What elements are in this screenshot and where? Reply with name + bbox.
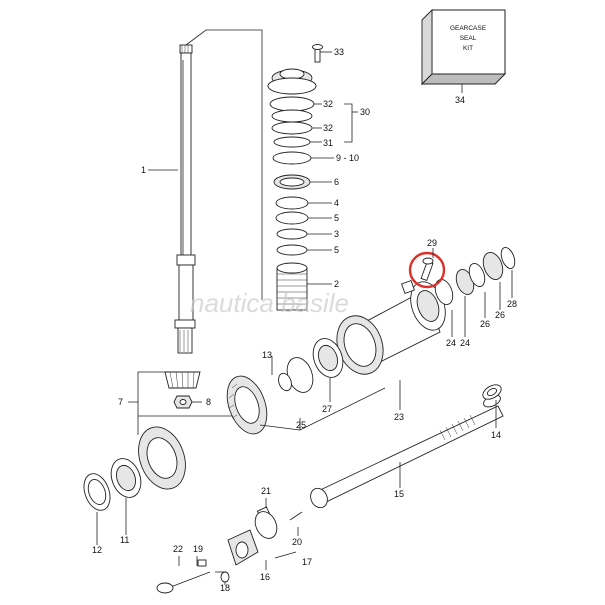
callout-7: 7 <box>118 397 123 407</box>
callout-24b: 24 <box>460 338 470 348</box>
callout-19: 19 <box>193 544 203 554</box>
washer-14 <box>482 384 502 428</box>
misc-leaders <box>96 169 513 585</box>
callout-20: 20 <box>292 537 302 547</box>
callout-9-10: 9 - 10 <box>336 153 359 163</box>
callout-8: 8 <box>206 397 211 407</box>
stack-leaders <box>307 51 358 285</box>
watermark: nautica basile <box>190 288 349 318</box>
callout-14: 14 <box>491 430 501 440</box>
callout-18: 18 <box>220 583 230 593</box>
callout-21: 21 <box>261 486 271 496</box>
callout-22: 22 <box>173 544 183 554</box>
seal-stack <box>267 44 323 311</box>
callout-2: 2 <box>334 279 339 289</box>
bolt-29 <box>420 257 434 282</box>
driveshaft <box>174 44 196 354</box>
shift-parts <box>156 506 303 594</box>
callout-27: 27 <box>322 404 332 414</box>
callout-28: 28 <box>507 299 517 309</box>
callout-4: 4 <box>334 198 339 208</box>
callout-3: 3 <box>334 229 339 239</box>
kit-label-line2: SEAL <box>460 35 477 42</box>
callout-13: 13 <box>262 350 272 360</box>
callout-32a: 32 <box>323 99 333 109</box>
bearing-carrier <box>336 280 446 375</box>
kit-label-line1: GEARCASE <box>450 25 487 32</box>
callout-23: 23 <box>394 412 404 422</box>
callout-26a: 26 <box>480 319 490 329</box>
callout-33: 33 <box>334 47 344 57</box>
propeller-shaft <box>310 394 504 509</box>
callout-6: 6 <box>334 177 339 187</box>
callout-1: 1 <box>141 165 146 175</box>
pinion-gear <box>164 371 202 409</box>
callout-32b: 32 <box>323 123 333 133</box>
carrier-bearings <box>278 247 516 393</box>
kit-label-line3: KIT <box>463 45 473 52</box>
callout-30: 30 <box>360 107 370 117</box>
callout-25: 25 <box>296 420 306 430</box>
reverse-gear <box>83 426 186 511</box>
callout-5b: 5 <box>334 245 339 255</box>
callout-29: 29 <box>427 238 437 248</box>
callout-34: 34 <box>455 95 465 105</box>
callout-16: 16 <box>260 572 270 582</box>
callout-12: 12 <box>92 545 102 555</box>
highlight-circle <box>408 251 446 289</box>
callout-labels: 1 2 3 4 5 5 6 7 8 9 - 10 11 12 13 14 15 … <box>92 47 517 593</box>
callout-15: 15 <box>394 489 404 499</box>
callout-31: 31 <box>323 138 333 148</box>
callout-11: 11 <box>120 535 129 545</box>
callout-26b: 26 <box>495 310 505 320</box>
forward-gear <box>226 375 268 435</box>
callout-24a: 24 <box>446 338 456 348</box>
callout-5a: 5 <box>334 213 339 223</box>
callout-17: 17 <box>302 557 312 567</box>
gearcase-seal-kit-box: GEARCASE SEAL KIT <box>420 8 507 93</box>
